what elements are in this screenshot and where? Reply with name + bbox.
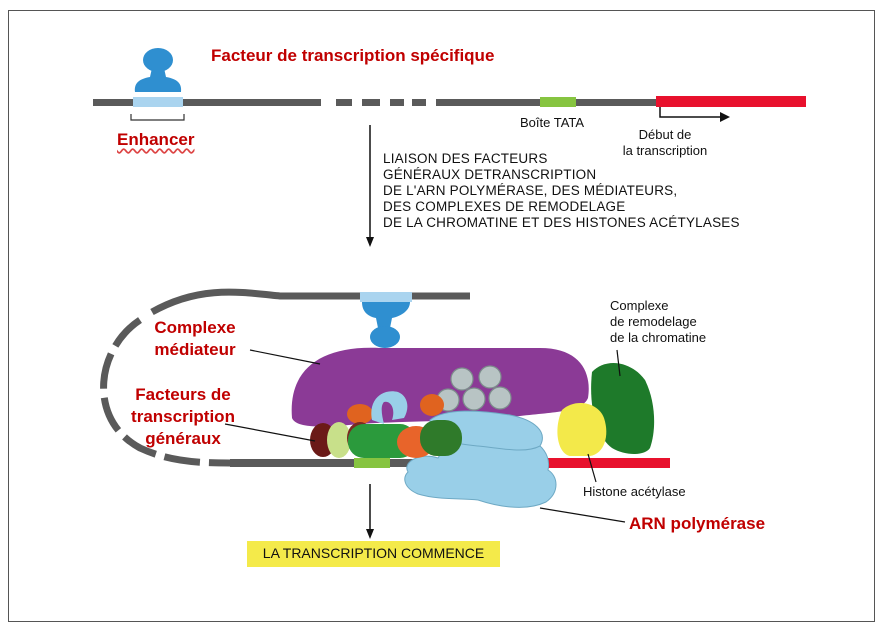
arrowhead [366,237,374,247]
tata-box-loop [354,458,390,468]
remodeling-line-2: de remodelage [610,314,697,329]
remodeling-line-3: de la chromatine [610,330,707,345]
general-factor-balls [436,365,512,412]
transcription-start-arrow [659,107,722,118]
binding-line-5: DE LA CHROMATINE ET DES HISTONES ACÉTYLA… [383,215,740,230]
activator-protein-top [134,48,182,92]
general-factor-darkgreen [420,420,462,456]
upper-dna-loop [150,288,470,316]
figure-frame [8,10,875,622]
binding-line-3: DE L'ARN POLYMÉRASE, DES MÉDIATEURS, [383,183,678,198]
remodeling-line-1: Complexe [610,298,669,313]
transcribed-region-top [656,96,806,107]
general-factor-orange-2 [420,394,444,416]
transcription-start-line-1: Début de [638,127,692,142]
general-factor-green [348,424,416,458]
arrowhead [366,529,374,539]
enhancer-bracket [130,114,185,121]
dna-loop-left [100,317,231,467]
general-factor-orange-1 [347,404,373,424]
general-factors-line-1: Facteurs de [135,385,231,404]
remodeling-label: Complexe de remodelage de la chromatine [610,298,706,346]
general-factor-tbp [371,391,408,424]
rna-polymerase-label: ARN polymérase [629,514,766,533]
binding-line-2: GÉNÉRAUX DETRANSCRIPTION [383,167,597,182]
lower-dna-strand [230,459,470,467]
transcription-begins-banner: LA TRANSCRIPTION COMMENCE [247,541,500,567]
general-factors-label: Facteurs de transcription généraux [120,384,246,450]
binding-line-1: LIAISON DES FACTEURS [383,151,548,166]
histone-acetylase-label: Histone acétylase [583,484,686,499]
mediator-label-line-2: médiateur [154,340,236,359]
transcription-start-label: Début de la transcription [600,127,730,159]
leader-lines [224,349,626,523]
transcribed-region-loop [466,458,670,468]
mediator-label-line-1: Complexe [154,318,236,337]
tata-box-top [540,97,576,107]
specific-factor-label: Facteur de transcription spécifique [211,46,495,65]
enhancer-region-top [133,97,183,107]
enhancer-region-loop [360,292,412,302]
remodeling-complex [591,362,655,454]
binding-line-4: DES COMPLEXES DE REMODELAGE [383,199,626,214]
histone-acetylase [557,403,607,456]
general-factor-lightgreen [327,422,351,458]
enhancer-label: Enhancer [117,130,195,149]
arrowhead [720,112,730,122]
mediator-label: Complexe médiateur [140,317,250,361]
tata-box-label: Boîte TATA [520,115,585,130]
transcription-start-line-2: la transcription [622,143,708,158]
general-factors-line-3: généraux [145,429,221,448]
general-factors-line-2: transcription [131,407,235,426]
binding-step-description: LIAISON DES FACTEURS GÉNÉRAUX DETRANSCRI… [383,151,740,231]
activator-protein-loop [362,302,410,348]
